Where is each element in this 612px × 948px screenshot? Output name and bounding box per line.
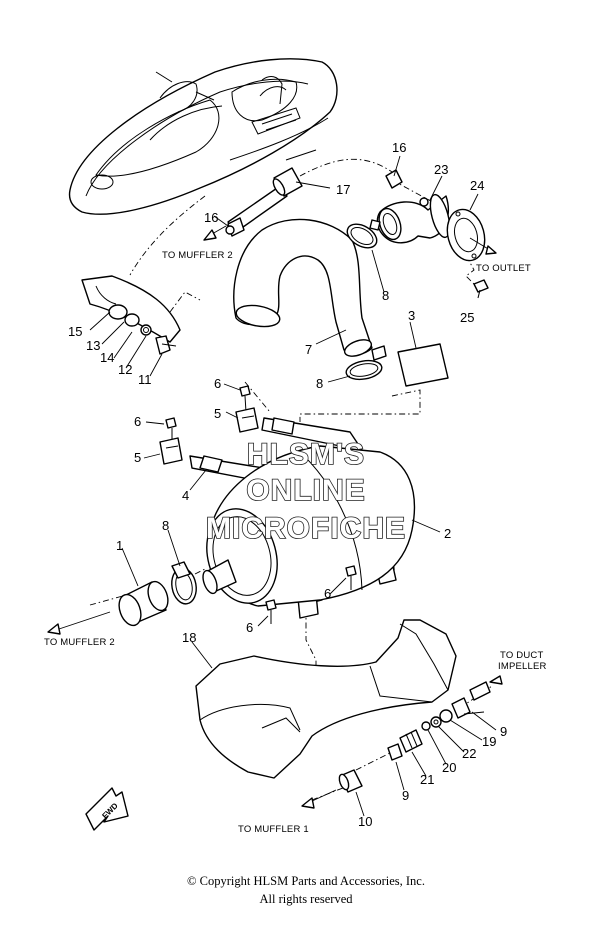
copyright-notice: © Copyright HLSM Parts and Accessories, … — [0, 872, 612, 908]
callout-13: 13 — [86, 338, 100, 353]
mounting-bracket — [81, 275, 181, 355]
callout-19: 19 — [482, 734, 496, 749]
callout-5-upper: 5 — [214, 406, 221, 421]
callout-8-upper: 8 — [382, 288, 389, 303]
callout-4: 4 — [182, 488, 189, 503]
copyright-line-2: All rights reserved — [259, 892, 353, 906]
leader-lines — [89, 155, 497, 817]
callout-21: 21 — [420, 772, 434, 787]
pad-3 — [397, 343, 449, 387]
hose-10 — [301, 769, 363, 809]
callout-9-left: 9 — [402, 788, 409, 803]
arrow-to-muffler-2-top — [203, 225, 227, 241]
hose-clamp-8-upper — [346, 219, 381, 249]
watermark-line-2: ONLINE — [246, 474, 365, 507]
bolt-6-lower-right — [345, 565, 357, 590]
bolt-6-lower-left — [265, 599, 277, 624]
forward-arrow-icon: FWD — [85, 787, 129, 831]
label-impeller: IMPELLER — [498, 661, 547, 672]
callout-23: 23 — [434, 162, 448, 177]
exhaust-hose-1 — [47, 580, 169, 635]
hose-clamp-8-middle — [345, 345, 387, 381]
callout-12: 12 — [118, 362, 132, 377]
callout-2: 2 — [444, 526, 451, 541]
watercraft-illustration — [68, 58, 338, 215]
callout-6-upper: 6 — [214, 376, 221, 391]
callout-15: 15 — [68, 324, 82, 339]
callout-6-lower-left: 6 — [246, 620, 253, 635]
callout-24: 24 — [470, 178, 484, 193]
exhaust-hose-7 — [233, 218, 373, 357]
watermark: HLSM'S ONLINE MICROFICHE — [205, 437, 406, 546]
bracket-5-upper — [235, 407, 259, 433]
label-to-muffler-1: TO MUFFLER 1 — [238, 824, 309, 835]
bracket-5-left — [159, 437, 183, 465]
callout-25: 25 — [460, 310, 474, 325]
callout-3: 3 — [408, 308, 415, 323]
label-to-muffler-2-bottom: TO MUFFLER 2 — [44, 637, 115, 648]
muffler-2 — [202, 445, 416, 607]
fitting-group-lower-right — [387, 675, 503, 761]
callout-16-lower: 16 — [204, 210, 218, 225]
callout-6-lower-right: 6 — [324, 586, 331, 601]
callout-16-upper: 16 — [392, 140, 406, 155]
callout-17: 17 — [336, 182, 350, 197]
callout-numbers: 16 23 24 17 16 8 25 3 7 8 6 5 6 5 4 2 15… — [68, 140, 507, 829]
label-to-muffler-2-top: TO MUFFLER 2 — [162, 250, 233, 261]
label-to-duct: TO DUCT — [500, 650, 543, 661]
callout-22: 22 — [462, 746, 476, 761]
callout-10: 10 — [358, 814, 372, 829]
exhaust-elbow-23 — [376, 193, 451, 244]
callout-8-lower: 8 — [162, 518, 169, 533]
callout-8-middle: 8 — [316, 376, 323, 391]
outlet-plate-24 — [446, 208, 497, 262]
hose-clamp-8-lower — [171, 561, 197, 605]
copyright-line-1: © Copyright HLSM Parts and Accessories, … — [187, 874, 425, 888]
callout-9-right: 9 — [500, 724, 507, 739]
destination-labels: TO MUFFLER 2 TO OUTLET TO MUFFLER 2 TO D… — [44, 250, 547, 835]
hose-17 — [227, 167, 303, 233]
hose-clamp-16-upper — [385, 169, 403, 189]
label-to-outlet: TO OUTLET — [476, 263, 531, 274]
watermark-line-1: HLSM'S — [247, 438, 365, 471]
hose-clamp-16-lower — [225, 217, 245, 237]
bolt-6-upper — [239, 385, 251, 413]
callout-1: 1 — [116, 538, 123, 553]
bolt-6-left — [165, 417, 177, 442]
callout-7: 7 — [305, 342, 312, 357]
callout-6-left: 6 — [134, 414, 141, 429]
callout-11: 11 — [138, 372, 152, 387]
tray-18 — [195, 619, 457, 779]
callout-14: 14 — [100, 350, 114, 365]
callout-5-left: 5 — [134, 450, 141, 465]
callout-20: 20 — [442, 760, 456, 775]
callout-18: 18 — [182, 630, 196, 645]
bolt-25 — [473, 279, 489, 299]
watermark-line-3: MICROFICHE — [206, 512, 406, 545]
